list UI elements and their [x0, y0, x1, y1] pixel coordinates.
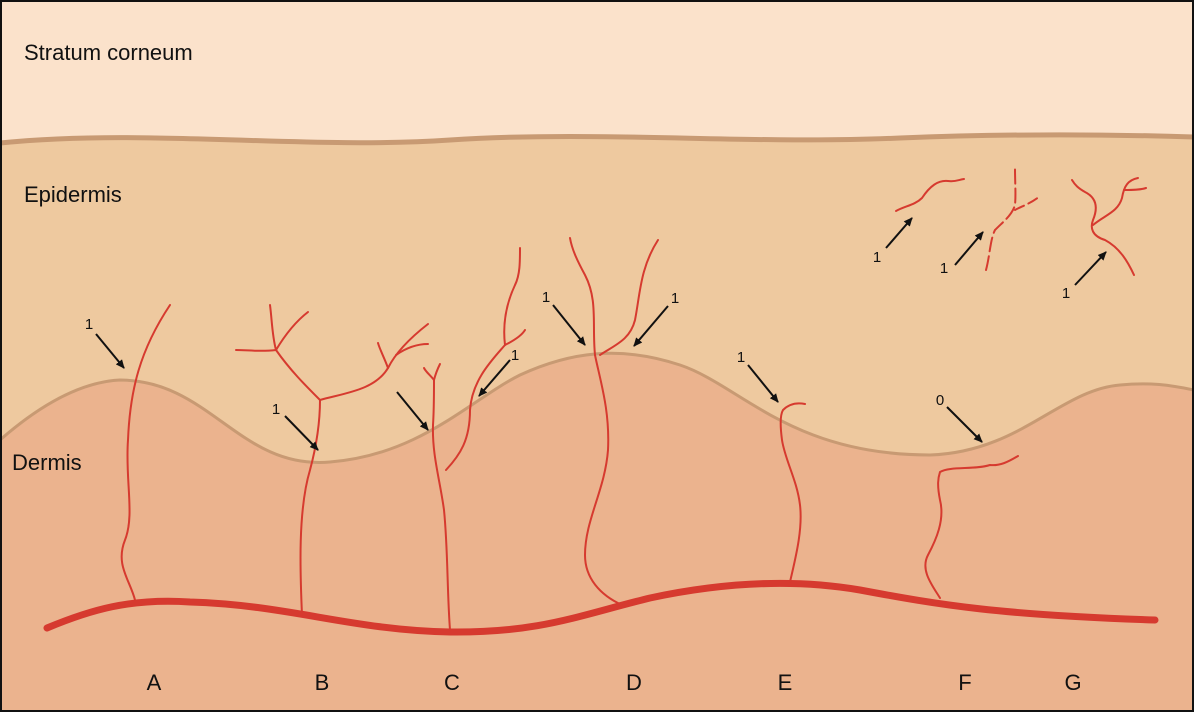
score-f: 0	[936, 392, 944, 409]
score-d-right: 1	[671, 290, 679, 307]
column-label-d: D	[626, 670, 642, 695]
label-dermis: Dermis	[12, 450, 82, 475]
column-label-e: E	[778, 670, 793, 695]
column-label-b: B	[315, 670, 330, 695]
column-label-a: A	[147, 670, 162, 695]
column-label-g: G	[1064, 670, 1081, 695]
score-fragment-2: 1	[940, 260, 948, 277]
column-label-f: F	[958, 670, 971, 695]
label-stratum-corneum: Stratum corneum	[24, 40, 193, 65]
score-fragment-3: 1	[1062, 285, 1070, 302]
score-a: 1	[85, 316, 93, 333]
score-b: 1	[272, 401, 280, 418]
label-epidermis: Epidermis	[24, 182, 122, 207]
score-c: 1	[511, 347, 519, 364]
column-label-c: C	[444, 670, 460, 695]
score-e: 1	[737, 349, 745, 366]
score-fragment-1: 1	[873, 249, 881, 266]
score-d-left: 1	[542, 289, 550, 306]
